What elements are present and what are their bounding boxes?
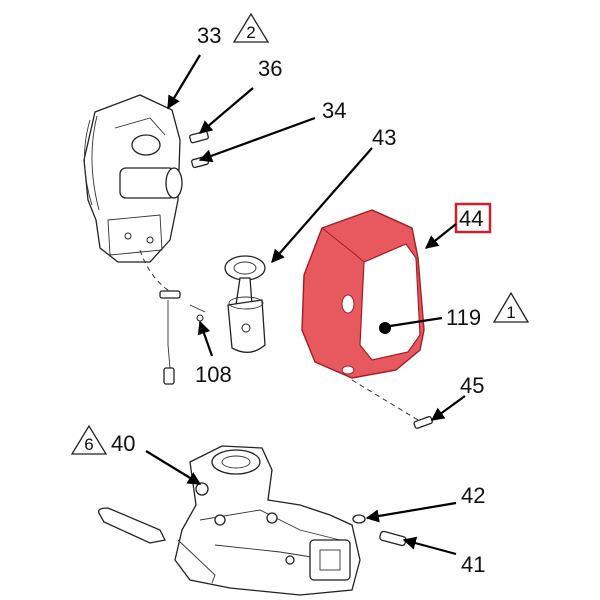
motor-assembly (83, 94, 183, 263)
callout-41: 41 (461, 552, 485, 577)
callout-43: 43 (372, 125, 396, 150)
svg-text:1: 1 (506, 303, 515, 322)
callout-40: 40 (111, 431, 135, 456)
callout-45: 45 (460, 373, 484, 398)
screw-41 (379, 530, 407, 547)
pump-housing-40 (97, 445, 361, 596)
callout-36: 36 (258, 56, 282, 81)
callout-33: 33 (197, 23, 221, 48)
label-119-dot (379, 322, 391, 334)
connecting-rod-43 (224, 255, 266, 353)
svg-text:2: 2 (246, 23, 255, 42)
wire-harness (139, 249, 206, 385)
callout-44-highlight-box (454, 202, 492, 234)
warning-triangle-6: 6 (70, 424, 108, 455)
gear-housing-cover-44 (301, 209, 425, 379)
leader-lines (145, 54, 466, 556)
warning-triangle-1: 1 (492, 291, 530, 323)
svg-text:6: 6 (84, 435, 93, 454)
callout-119: 119 (446, 305, 481, 330)
washer-42 (352, 514, 366, 524)
warning-triangle-2: 2 (232, 12, 270, 43)
screw-45 (413, 416, 433, 429)
callout-108: 108 (195, 362, 232, 387)
callout-44: 44 (459, 206, 483, 231)
callout-34: 34 (322, 98, 346, 123)
callout-42: 42 (461, 483, 485, 508)
screw-45-axis (351, 379, 419, 421)
screw-36 (189, 130, 209, 144)
